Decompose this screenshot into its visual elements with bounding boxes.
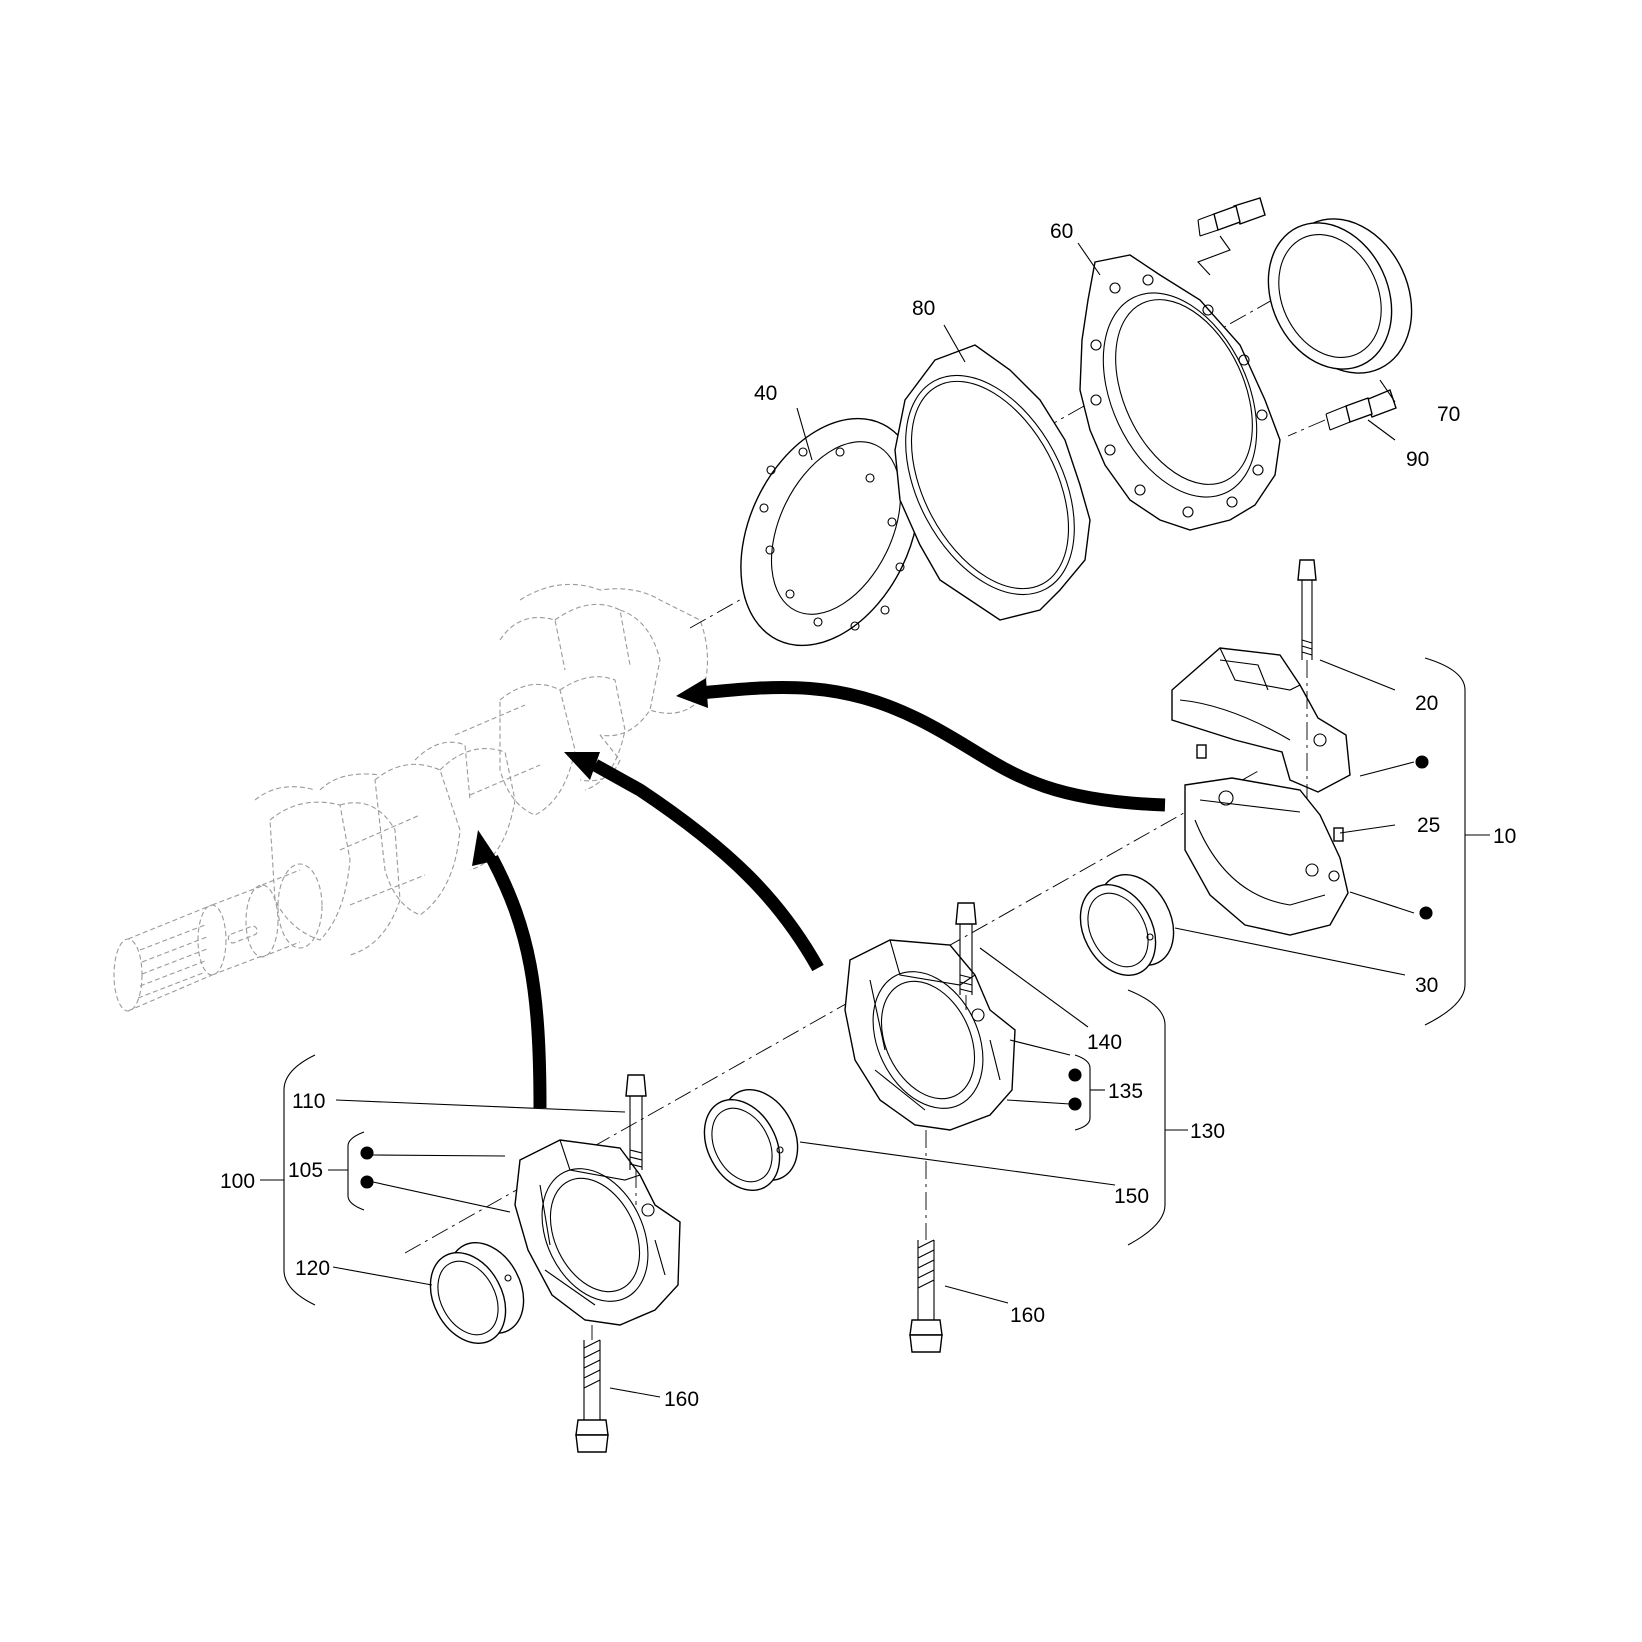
- callout-130: 130: [1190, 1120, 1225, 1143]
- part-80-gasket-plate: [894, 344, 1091, 621]
- group-brackets: [260, 657, 1490, 1306]
- part-10-bearing-cap-assembly: [1171, 559, 1351, 936]
- callout-60: 60: [1050, 220, 1073, 243]
- part-90-screw: [1287, 389, 1397, 437]
- callout-160-right: 160: [1010, 1304, 1045, 1327]
- callout-10: 10: [1493, 825, 1516, 848]
- part-30-bearing-shell: [1079, 874, 1175, 976]
- callout-30: 30: [1415, 974, 1438, 997]
- callout-90: 90: [1406, 448, 1429, 471]
- callout-110: 110: [292, 1090, 325, 1113]
- callout-105: 105: [288, 1159, 323, 1182]
- callout-140: 140: [1087, 1031, 1122, 1054]
- callout-70: 70: [1437, 403, 1460, 426]
- leader-lines: [332, 242, 1433, 1398]
- part-100-bearing-support: [514, 1074, 681, 1326]
- callout-80: 80: [912, 297, 935, 320]
- callout-135: 135: [1108, 1080, 1143, 1103]
- part-120-bearing-shell: [429, 1242, 525, 1344]
- part-160-bolt-right: [909, 1239, 943, 1353]
- callout-25: 25: [1417, 814, 1440, 837]
- part-150-bearing-shell: [703, 1089, 799, 1191]
- part-40-gasket: [740, 417, 920, 647]
- callout-150: 150: [1114, 1185, 1149, 1208]
- callout-40: 40: [754, 382, 777, 405]
- part-130-bearing-support: [844, 902, 1016, 1240]
- screw-upper: [1197, 197, 1266, 276]
- callout-120: 120: [295, 1257, 330, 1280]
- part-60-seal-housing: [1079, 254, 1281, 531]
- callout-labels: 60 80 40 70 90 20 25 10 30 140 135 130 1…: [220, 220, 1516, 1411]
- crankshaft-ghost: [113, 583, 709, 1012]
- callout-100: 100: [220, 1170, 255, 1193]
- part-160-bolt-left: [575, 1325, 609, 1453]
- callout-20: 20: [1415, 692, 1438, 715]
- callout-160-left: 160: [664, 1388, 699, 1411]
- assembly-arrows: [472, 678, 1166, 1109]
- part-70-oil-seal: [1267, 218, 1413, 374]
